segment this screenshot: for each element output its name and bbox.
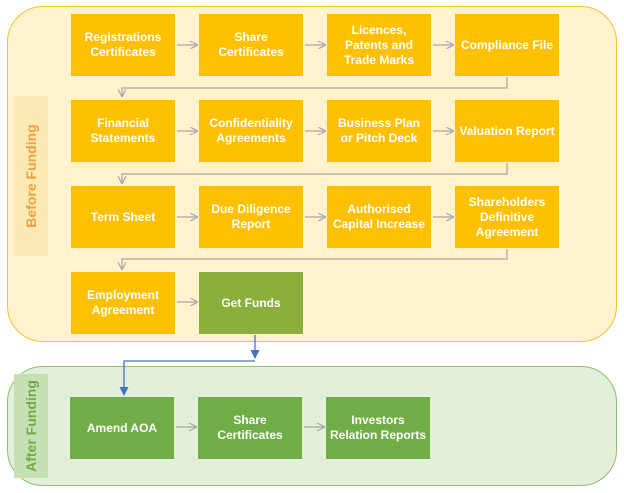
step-amend-aoa: Amend AOA — [70, 397, 174, 459]
after-funding-label-band — [14, 374, 48, 478]
step-valuation-report: Valuation Report — [455, 100, 559, 162]
arrow-row1-to-row2 — [122, 77, 508, 96]
step-compliance-file: Compliance File — [455, 14, 559, 76]
step-business-plan: Business Plan or Pitch Deck — [327, 100, 431, 162]
arrow-row3-to-row4 — [122, 249, 508, 269]
step-shareholders-definitive-agreement: Shareholders Definitive Agreement — [455, 186, 559, 248]
step-investors-relation-reports: Investors Relation Reports — [326, 397, 430, 459]
step-after-share-certificates: Share Certificates — [198, 397, 302, 459]
step-confidentiality-agreements: Confidentiality Agreements — [199, 100, 303, 162]
step-financial-statements: Financial Statements — [71, 100, 175, 162]
step-get-funds: Get Funds — [199, 272, 303, 334]
step-due-diligence-report: Due Diligence Report — [199, 186, 303, 248]
step-share-certificates: Share Certificates — [199, 14, 303, 76]
step-registrations-certificates: Registrations Certificates — [71, 14, 175, 76]
step-licences-patents-trade-marks: Licences, Patents and Trade Marks — [327, 14, 431, 76]
step-authorised-capital-increase: Authorised Capital Increase — [327, 186, 431, 248]
arrow-row2-to-row3 — [122, 163, 508, 183]
step-term-sheet: Term Sheet — [71, 186, 175, 248]
arrow-after-entry — [119, 360, 255, 396]
step-employment-agreement: Employment Agreement — [71, 272, 175, 334]
before-funding-label-band — [14, 96, 48, 256]
